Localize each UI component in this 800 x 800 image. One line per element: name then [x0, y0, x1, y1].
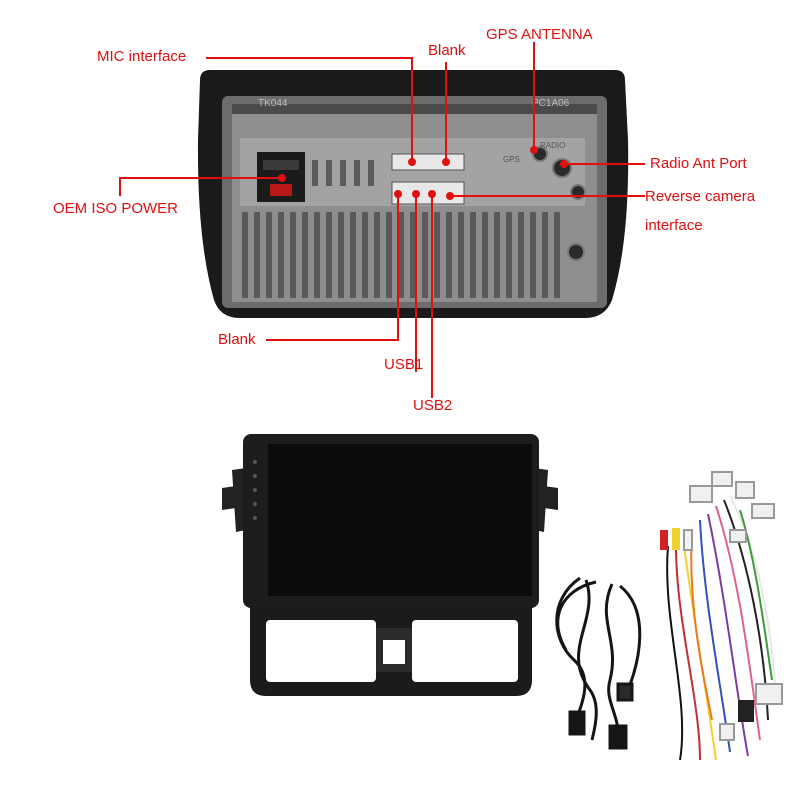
label-radio-ant-port: Radio Ant Port [650, 155, 747, 172]
callout-lines [119, 42, 645, 398]
radio-mark: RADIO [540, 141, 565, 150]
mic-connector [391, 153, 465, 171]
label-gps-antenna: GPS ANTENNA [486, 26, 593, 43]
label-mic-interface: MIC interface [97, 48, 187, 65]
label-reverse-camera-line2: interface [645, 217, 703, 234]
bezel-buttons [253, 460, 257, 520]
rear-panel: TK044 PC1A06 GPS R [197, 70, 629, 318]
label-usb2: USB2 [413, 397, 453, 414]
label-blank-top: Blank [428, 42, 466, 59]
display-screen [268, 444, 532, 596]
model-left-mark: TK044 [258, 98, 288, 109]
label-reverse-camera-line1: Reverse camera [645, 188, 756, 205]
usb-connector-block [391, 181, 465, 205]
label-oem-iso-power: OEM ISO POWER [53, 200, 179, 217]
gps-mark: GPS [503, 155, 520, 164]
wiring-harness-icon [660, 471, 783, 761]
head-unit-front [222, 434, 558, 696]
model-right-mark: PC1A06 [532, 98, 570, 109]
label-usb1: USB1 [384, 356, 424, 373]
label-blank-bottom: Blank [218, 331, 256, 348]
heat-sink-fins [242, 212, 560, 298]
cable-bundle-icon [555, 576, 642, 750]
